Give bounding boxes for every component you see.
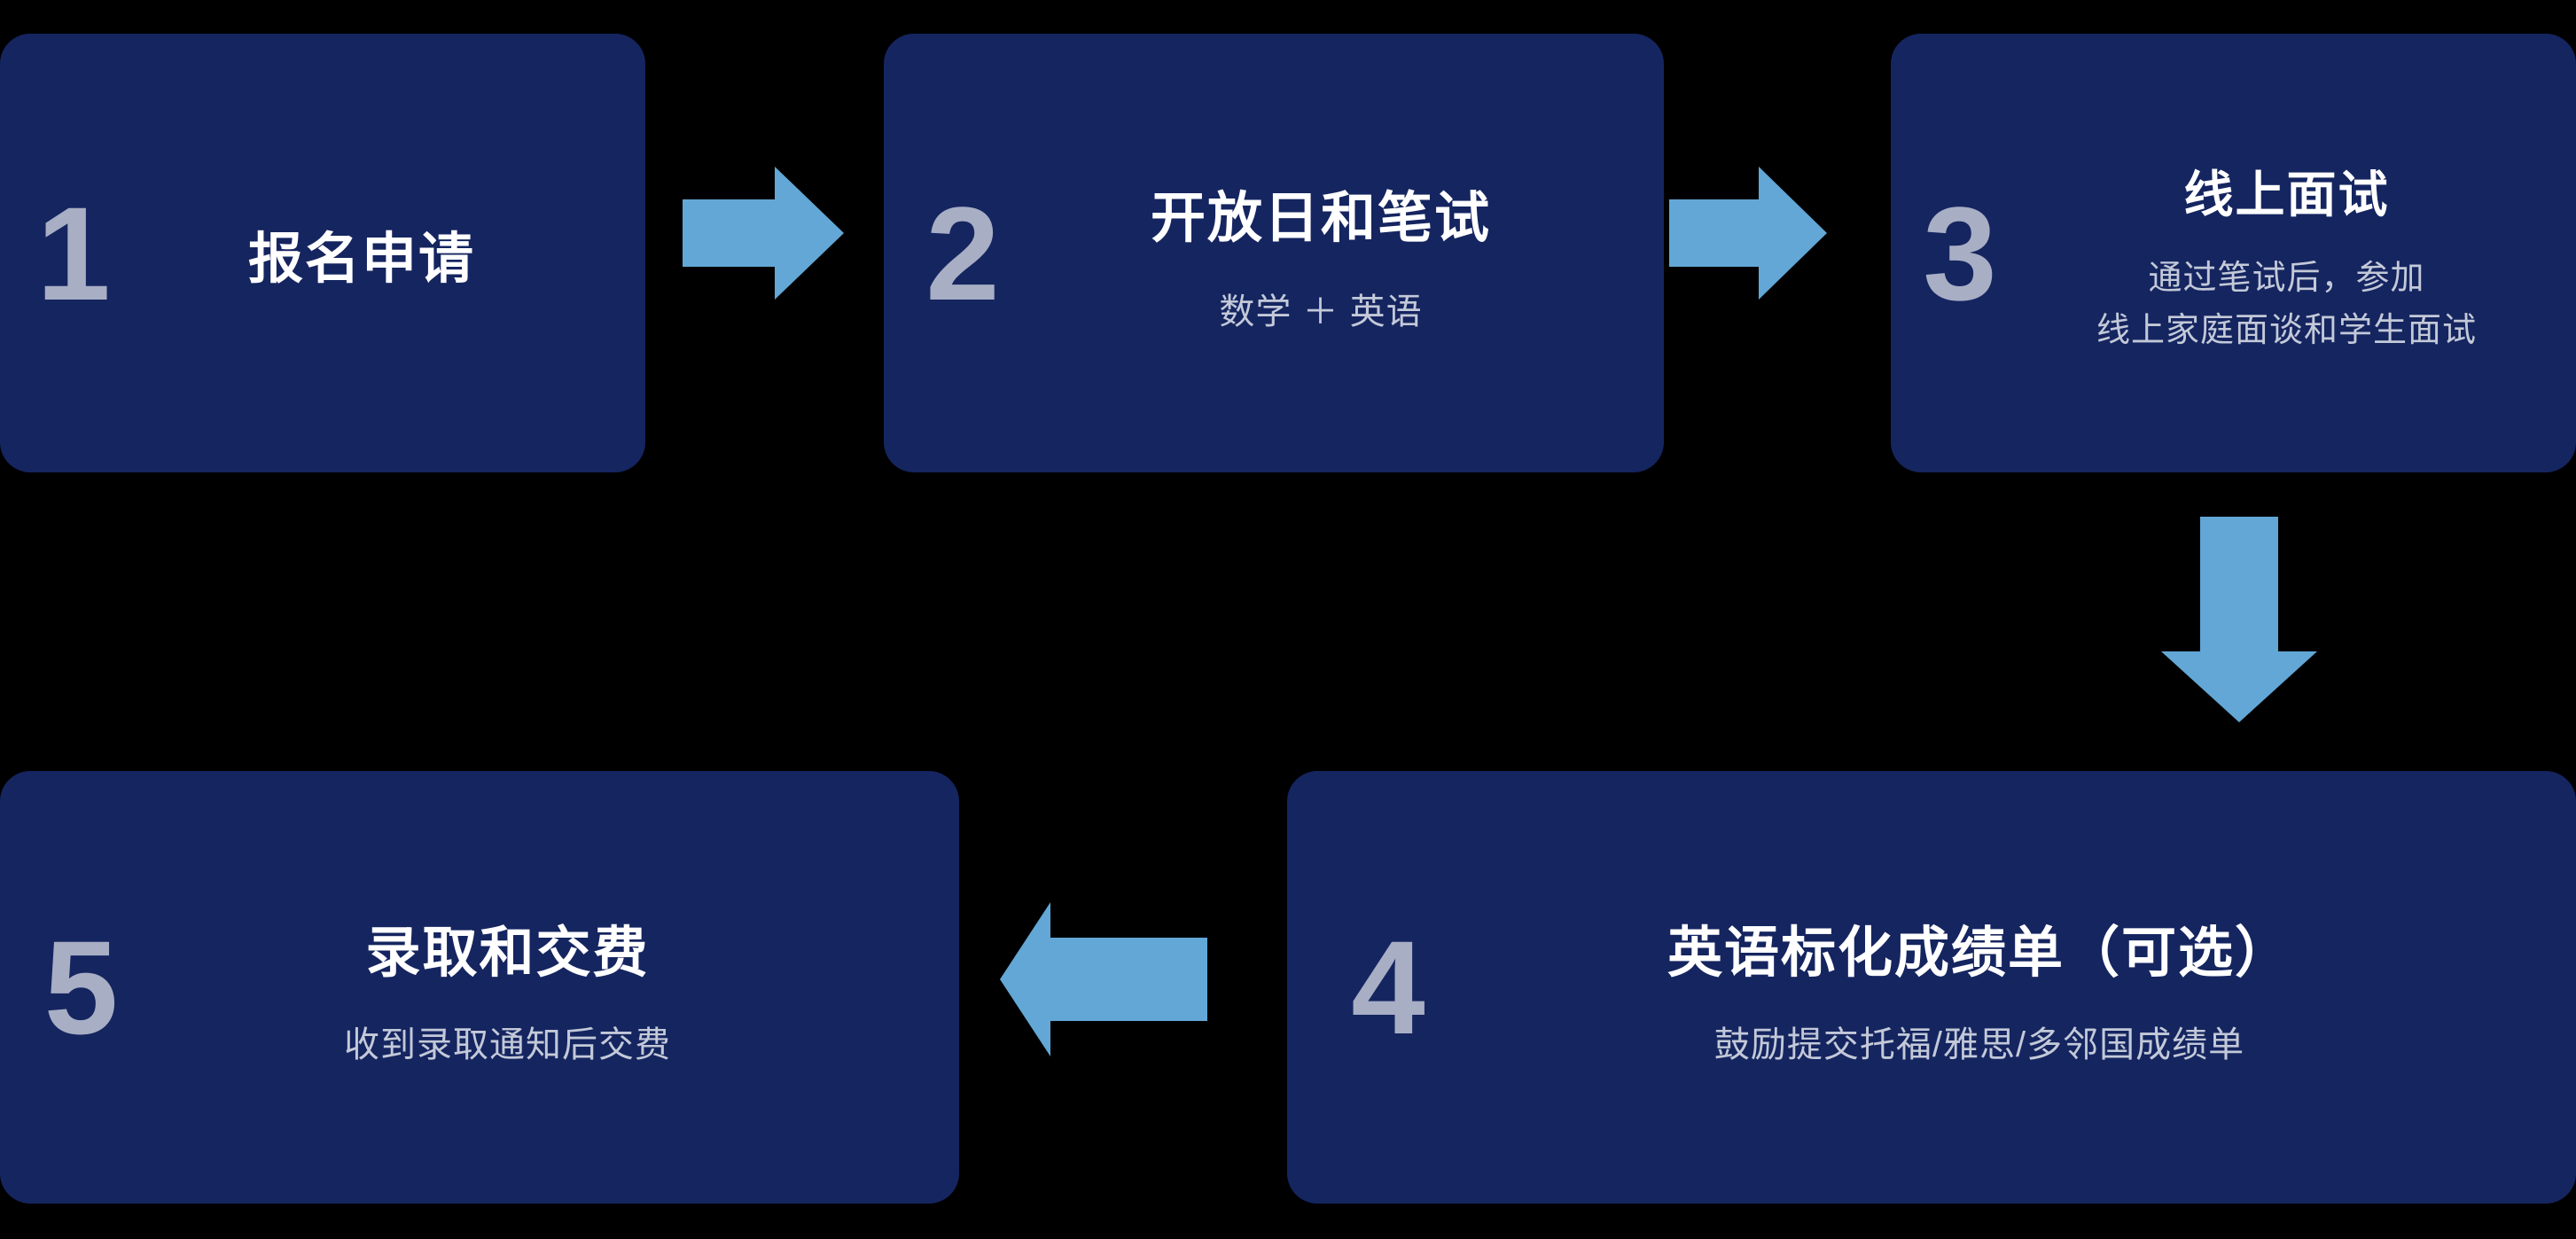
step-subtitle-5: 收到录取通知后交费 xyxy=(344,1025,671,1064)
step-subtitle-block-3: 通过笔试后，参加 线上家庭面谈和学生面试 xyxy=(2096,250,2477,351)
step-title-1: 报名申请 xyxy=(247,228,475,290)
arrow-right-icon-step1-to-step2 xyxy=(683,167,844,300)
step-body-3: 线上面试 通过笔试后，参加 线上家庭面谈和学生面试 xyxy=(2008,155,2565,351)
step-number-4: 4 xyxy=(1351,913,1425,1062)
step-body-5: 录取和交费 收到录取通知后交费 xyxy=(136,908,933,1067)
step-subtitle-3-line-1: 通过笔试后，参加 xyxy=(2148,260,2425,297)
arrow-down-icon-step3-to-step4 xyxy=(2161,517,2317,722)
step-number-2: 2 xyxy=(925,178,999,328)
step-title-2: 开放日和笔试 xyxy=(1150,187,1491,249)
step-card-5[interactable]: 5 录取和交费 收到录取通知后交费 xyxy=(0,771,959,1204)
step-subtitle-3-line-2: 线上家庭面谈和学生面试 xyxy=(2096,312,2477,349)
step-title-5: 录取和交费 xyxy=(365,923,650,984)
arrow-left-icon-step4-to-step5 xyxy=(1000,902,1207,1056)
step-card-4[interactable]: 4 英语标化成绩单（可选） 鼓励提交托福/雅思/多邻国成绩单 xyxy=(1287,771,2576,1204)
step-subtitle-4: 鼓励提交托福/雅思/多邻国成绩单 xyxy=(1713,1025,2245,1064)
step-body-2: 开放日和笔试 数学 ＋ 英语 xyxy=(1015,173,1641,334)
step-card-1[interactable]: 1 报名申请 xyxy=(0,34,645,472)
step-body-1: 报名申请 xyxy=(126,214,622,293)
step-subtitle-2: 数学 ＋ 英语 xyxy=(1219,292,1423,331)
arrow-right-icon-step2-to-step3 xyxy=(1669,167,1827,300)
step-title-3: 线上面试 xyxy=(2183,167,2390,222)
step-number-3: 3 xyxy=(1923,178,1996,328)
step-title-4: 英语标化成绩单（可选） xyxy=(1667,923,2291,984)
step-card-2[interactable]: 2 开放日和笔试 数学 ＋ 英语 xyxy=(884,34,1664,472)
step-card-3[interactable]: 3 线上面试 通过笔试后，参加 线上家庭面谈和学生面试 xyxy=(1891,34,2576,472)
step-body-4: 英语标化成绩单（可选） 鼓励提交托福/雅思/多邻国成绩单 xyxy=(1445,908,2541,1067)
step-number-5: 5 xyxy=(43,913,118,1062)
step-number-1: 1 xyxy=(36,178,110,328)
